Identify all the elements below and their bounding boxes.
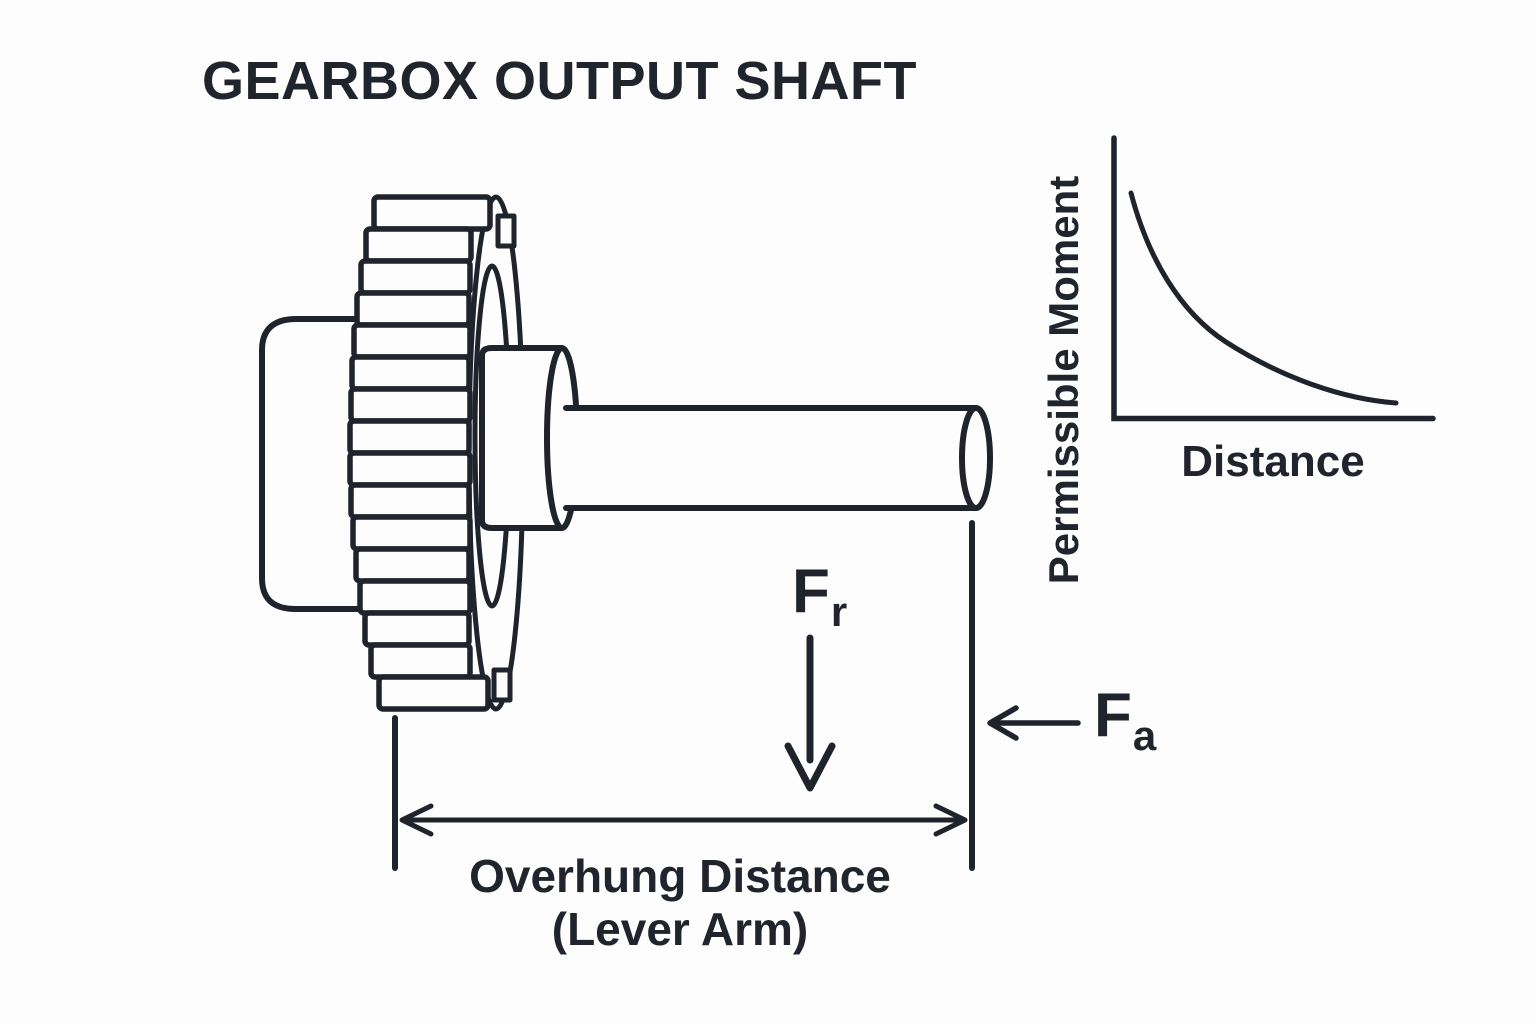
gear-teeth-illustration — [347, 194, 493, 712]
radial-force-symbol: F — [792, 557, 830, 626]
axial-force-symbol: F — [1094, 681, 1132, 750]
overhung-distance-label: Overhung Distance (Lever Arm) — [380, 850, 980, 956]
radial-force-arrow — [784, 634, 836, 792]
gear-rim-notch-top — [495, 213, 517, 249]
radial-force-subscript: r — [830, 588, 848, 635]
chart-x-axis-label: Distance — [1181, 437, 1365, 486]
overhung-distance-line2: (Lever Arm) — [551, 903, 809, 955]
axial-force-subscript: a — [1132, 712, 1157, 759]
radial-force-label: Fr — [792, 556, 847, 635]
axial-force-arrow — [987, 705, 1081, 741]
chart-axes — [1111, 135, 1436, 422]
overhung-distance-line1: Overhung Distance — [469, 850, 891, 902]
page-title: GEARBOX OUTPUT SHAFT — [202, 51, 918, 111]
gear-rim-notch-bottom — [491, 667, 513, 703]
chart-y-axis-label: Permissible Moment — [1040, 175, 1087, 585]
axial-force-label: Fa — [1094, 680, 1156, 759]
dimension-arrow — [399, 803, 968, 837]
chart-curve — [1128, 190, 1399, 406]
hub-illustration — [479, 345, 580, 531]
shaft-illustration — [563, 405, 993, 511]
